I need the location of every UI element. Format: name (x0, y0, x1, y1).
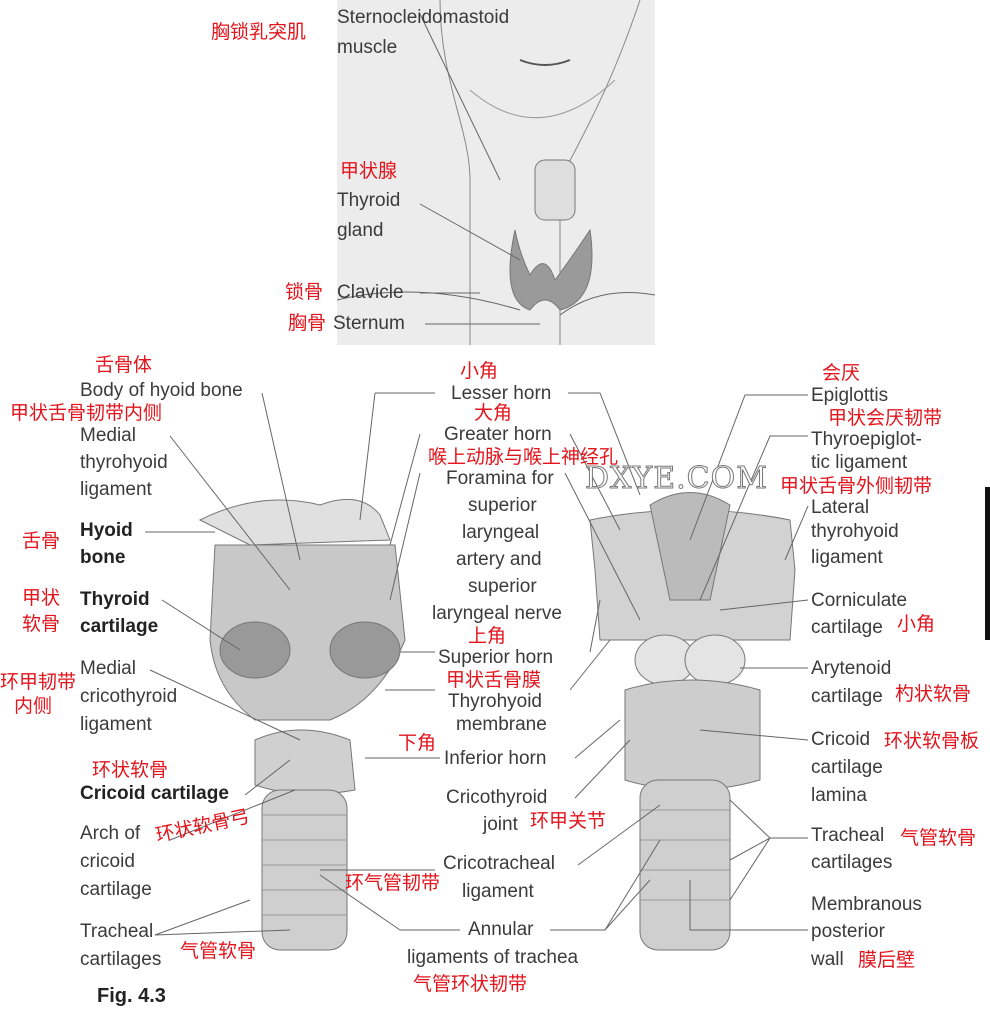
label-body-hyoid: Body of hyoid bone (80, 380, 243, 401)
label-foramina-5: superior (468, 576, 537, 597)
label-body-hyoid-zh: 舌骨体 (95, 354, 153, 376)
label-foramina: Foramina for (446, 468, 554, 489)
neck-panel (336, 0, 656, 345)
label-corniculate-2: cartilage (811, 617, 883, 638)
label-inferior-zh: 下角 (398, 732, 437, 754)
label-greater-zh: 大角 (474, 402, 513, 424)
label-cricoid-r-3: lamina (811, 785, 867, 806)
label-medial-cricothyroid-3: ligament (80, 714, 152, 735)
label-foramina-6: laryngeal nerve (432, 603, 562, 624)
label-thyroid-2: gland (337, 220, 384, 241)
label-hyoid-zh: 舌骨 (22, 530, 61, 552)
label-medial-cricothyroid-zh: 环甲韧带 (0, 671, 77, 693)
label-epiglottis: Epiglottis (811, 385, 889, 406)
label-lateral-3: ligament (811, 547, 883, 568)
label-thyroepi-zh: 甲状会厌韧带 (828, 407, 943, 429)
label-greater: Greater horn (444, 424, 552, 445)
label-foramina-2: superior (468, 495, 537, 516)
figure-label: Fig. 4.3 (97, 985, 166, 1007)
label-medial-cricothyroid-zh-2: 内侧 (14, 695, 53, 717)
label-inferior: Inferior horn (444, 748, 547, 769)
label-cricoid-r-2: cartilage (811, 757, 883, 778)
label-membrane-2: membrane (456, 714, 547, 735)
label-tracheal-r-zh: 气管软骨 (900, 827, 977, 849)
label-thyroid: Thyroid (337, 190, 401, 211)
label-foramina-4: artery and (456, 549, 542, 570)
label-membranous-3: wall (811, 949, 844, 970)
label-medial-cricothyroid-2: cricothyroid (80, 686, 178, 707)
label-cricotracheal-zh: 环气管韧带 (345, 872, 441, 894)
label-thyroid-zh: 甲状腺 (340, 160, 398, 182)
label-foramina-zh: 喉上动脉与喉上神经孔 (428, 446, 619, 468)
label-medial-thyrohyoid: Medial (80, 425, 136, 446)
label-foramina-3: laryngeal (462, 522, 540, 543)
label-scm-zh: 胸锁乳突肌 (211, 21, 307, 43)
label-joint: Cricothyroid (446, 787, 548, 808)
label-hyoid-2: bone (80, 547, 126, 568)
label-medial-thyrohyoid-3: ligament (80, 479, 152, 500)
larynx-posterior (589, 492, 796, 951)
label-superior: Superior horn (438, 647, 554, 668)
label-cricoid-r: Cricoid (811, 729, 871, 750)
label-superior-zh: 上角 (468, 625, 507, 647)
label-thyroid-cart-zh: 甲状 (22, 587, 61, 609)
label-tracheal-r: Tracheal (811, 825, 885, 846)
label-annular-2: ligaments of trachea (407, 947, 579, 968)
watermark: DXYE.COM (585, 461, 768, 496)
label-membrane: Thyrohyoid (448, 691, 542, 712)
label-clavicle-zh: 锁骨 (285, 281, 324, 303)
label-thyroid-cart-zh-2: 软骨 (22, 613, 61, 635)
label-medial-thyrohyoid-2: thyrohyoid (80, 452, 168, 473)
label-arytenoid: Arytenoid (811, 658, 892, 679)
label-tracheal: Tracheal (80, 921, 154, 942)
label-medial-cricothyroid: Medial (80, 658, 136, 679)
label-sternum-zh: 胸骨 (288, 312, 327, 334)
label-arytenoid-2: cartilage (811, 686, 883, 707)
label-sternum: Sternum (333, 313, 405, 334)
label-hyoid: Hyoid (80, 520, 133, 541)
larynx-anterior (198, 498, 406, 951)
label-clavicle: Clavicle (337, 282, 404, 303)
label-lesser: Lesser horn (451, 383, 552, 404)
label-lateral-2: thyrohyoid (811, 521, 899, 542)
label-lateral: Lateral (811, 497, 870, 518)
label-joint-zh: 环甲关节 (530, 810, 607, 832)
label-corniculate-zh: 小角 (897, 613, 936, 635)
label-tracheal-r-2: cartilages (811, 852, 893, 873)
label-medial-thyrohyoid-zh: 甲状舌骨韧带内侧 (10, 402, 163, 424)
label-annular: Annular (468, 919, 534, 940)
label-membrane-zh: 甲状舌骨膜 (446, 669, 542, 691)
label-thyroepi-2: tic ligament (811, 452, 908, 473)
label-cricoid-r-zh: 环状软骨板 (884, 730, 980, 752)
label-tracheal-2: cartilages (80, 949, 162, 970)
label-arch-2: cricoid (80, 851, 135, 872)
label-cricoid-zh: 环状软骨 (92, 759, 169, 781)
label-membranous-2: posterior (811, 921, 885, 942)
label-thyroid-cart: Thyroid (80, 589, 150, 610)
label-membranous: Membranous (811, 894, 922, 915)
leader-lines (145, 13, 809, 936)
label-lesser-zh: 小角 (460, 360, 499, 382)
label-membranous-zh: 膜后壁 (858, 949, 916, 971)
label-scm-2: muscle (337, 37, 398, 58)
label-scm: Sternocleidomastoid (337, 7, 510, 28)
edge-bar (985, 487, 990, 640)
label-tracheal-zh: 气管软骨 (180, 940, 257, 962)
label-annular-zh: 气管环状韧带 (413, 973, 528, 995)
label-cricoid: Cricoid cartilage (80, 783, 229, 804)
label-cricotracheal-2: ligament (462, 881, 534, 902)
label-joint-2: joint (483, 814, 518, 835)
label-epiglottis-zh: 会厌 (822, 362, 861, 384)
label-arch-3: cartilage (80, 879, 152, 900)
label-arch: Arch of (80, 823, 141, 844)
label-corniculate: Corniculate (811, 590, 908, 611)
label-arytenoid-zh: 杓状软骨 (895, 683, 972, 705)
label-thyroepi: Thyroepiglot- (811, 429, 922, 450)
label-cricotracheal: Cricotracheal (443, 853, 555, 874)
label-lateral-zh: 甲状舌骨外侧韧带 (780, 475, 933, 497)
label-thyroid-cart-2: cartilage (80, 616, 159, 637)
